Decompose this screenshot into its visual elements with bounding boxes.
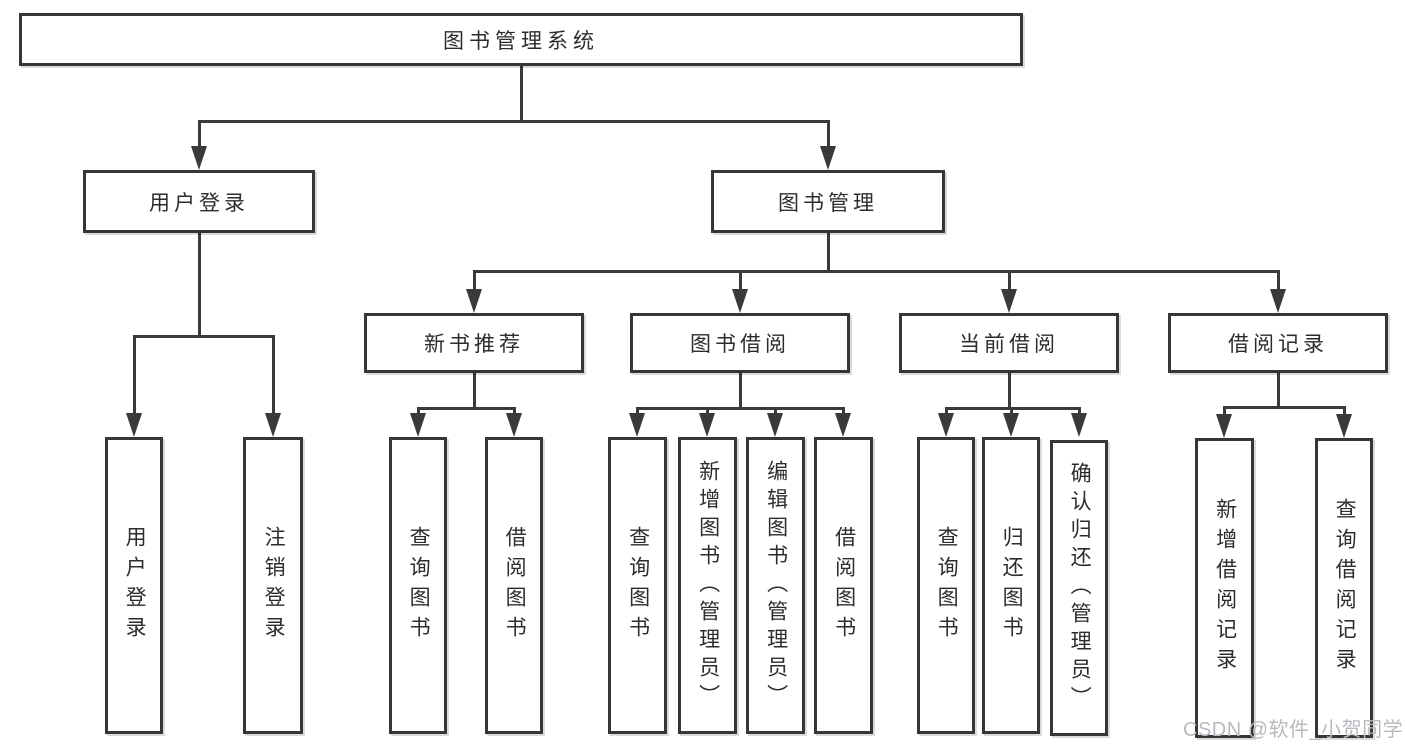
arrow-down-icon bbox=[1001, 289, 1017, 313]
connector-line bbox=[944, 407, 948, 417]
connector-line bbox=[271, 335, 275, 415]
node-br-add-record: 新增借阅记录 bbox=[1195, 438, 1254, 738]
connector-line bbox=[132, 335, 136, 415]
arrow-down-icon bbox=[506, 413, 522, 437]
connector-line bbox=[773, 407, 777, 417]
node-user-login-label: 用户登录 bbox=[149, 191, 249, 215]
node-leaf-logout-label: 注销登录 bbox=[262, 525, 286, 646]
connector-line bbox=[197, 120, 830, 123]
arrow-down-icon bbox=[1336, 414, 1352, 438]
connector-line bbox=[635, 407, 845, 410]
node-leaf-logout: 注销登录 bbox=[243, 437, 303, 734]
node-borrow-records: 借阅记录 bbox=[1168, 313, 1388, 373]
node-current-borrow: 当前借阅 bbox=[899, 313, 1119, 373]
arrow-down-icon bbox=[1270, 289, 1286, 313]
node-current-borrow-label: 当前借阅 bbox=[959, 333, 1059, 356]
connector-line bbox=[841, 407, 845, 417]
node-rec-borrow-books: 借阅图书 bbox=[485, 437, 543, 734]
node-br-add-record-label: 新增借阅记录 bbox=[1213, 498, 1237, 678]
node-bb-add-books-admin: 新增图书（管理员） bbox=[678, 437, 737, 734]
node-br-query-record-label: 查询借阅记录 bbox=[1333, 498, 1357, 678]
connector-line bbox=[1007, 373, 1011, 407]
node-bb-borrow-books: 借阅图书 bbox=[814, 437, 873, 734]
node-book-borrow-label: 图书借阅 bbox=[690, 333, 790, 356]
connector-line bbox=[519, 66, 523, 120]
node-cb-query-books-label: 查询图书 bbox=[935, 525, 959, 646]
node-book-borrow: 图书借阅 bbox=[630, 313, 850, 373]
node-bb-query-books-label: 查询图书 bbox=[626, 525, 650, 646]
connector-line bbox=[416, 407, 420, 417]
node-bb-edit-books-admin-label: 编辑图书（管理员） bbox=[764, 459, 788, 712]
node-borrow-records-label: 借阅记录 bbox=[1228, 333, 1328, 356]
node-root: 图书管理系统 bbox=[19, 13, 1023, 66]
arrow-down-icon bbox=[732, 289, 748, 313]
node-leaf-user-login: 用户登录 bbox=[105, 437, 163, 734]
arrow-down-icon bbox=[191, 146, 207, 170]
node-cb-return-books: 归还图书 bbox=[982, 437, 1040, 734]
arrow-down-icon bbox=[767, 413, 783, 437]
node-bb-query-books: 查询图书 bbox=[608, 437, 667, 734]
node-bb-borrow-books-label: 借阅图书 bbox=[832, 525, 856, 646]
connector-line bbox=[705, 407, 709, 417]
node-new-book-recommend-label: 新书推荐 bbox=[424, 333, 524, 356]
connector-line bbox=[1077, 407, 1081, 417]
node-new-book-recommend: 新书推荐 bbox=[364, 313, 584, 373]
connector-line bbox=[826, 120, 830, 149]
node-cb-return-books-label: 归还图书 bbox=[1000, 525, 1024, 646]
arrow-down-icon bbox=[820, 146, 836, 170]
node-leaf-user-login-label: 用户登录 bbox=[123, 525, 147, 646]
arrow-down-icon bbox=[410, 413, 426, 437]
connector-line bbox=[416, 407, 516, 410]
arrow-down-icon bbox=[466, 289, 482, 313]
connector-line bbox=[512, 407, 516, 417]
node-rec-query-books: 查询图书 bbox=[389, 437, 447, 734]
arrow-down-icon bbox=[938, 413, 954, 437]
arrow-down-icon bbox=[835, 413, 851, 437]
node-rec-borrow-books-label: 借阅图书 bbox=[503, 525, 527, 646]
connector-line bbox=[944, 407, 1081, 410]
connector-line bbox=[197, 233, 201, 335]
connector-line bbox=[132, 335, 275, 338]
connector-line bbox=[738, 270, 742, 292]
connector-line bbox=[1222, 406, 1346, 409]
node-cb-confirm-return-admin-label: 确认归还（管理员） bbox=[1068, 462, 1092, 714]
connector-line bbox=[472, 270, 1280, 273]
connector-line bbox=[472, 270, 476, 292]
connector-line bbox=[1276, 270, 1280, 292]
arrow-down-icon bbox=[1071, 413, 1087, 437]
connector-line bbox=[197, 120, 201, 149]
arrow-down-icon bbox=[699, 413, 715, 437]
connector-line bbox=[1009, 407, 1013, 417]
node-cb-confirm-return-admin: 确认归还（管理员） bbox=[1050, 440, 1108, 736]
node-root-label: 图书管理系统 bbox=[443, 29, 599, 53]
node-book-management: 图书管理 bbox=[711, 170, 945, 233]
connector-line bbox=[738, 373, 742, 407]
arrow-down-icon bbox=[1003, 413, 1019, 437]
connector-line bbox=[472, 373, 476, 407]
node-bb-edit-books-admin: 编辑图书（管理员） bbox=[746, 437, 805, 734]
connector-line bbox=[1007, 270, 1011, 292]
connector-line bbox=[635, 407, 639, 417]
arrow-down-icon bbox=[265, 413, 281, 437]
node-cb-query-books: 查询图书 bbox=[917, 437, 975, 734]
arrow-down-icon bbox=[1216, 414, 1232, 438]
connector-line bbox=[1222, 406, 1226, 417]
connector-line bbox=[1342, 406, 1346, 417]
node-rec-query-books-label: 查询图书 bbox=[407, 525, 431, 646]
arrow-down-icon bbox=[629, 413, 645, 437]
node-user-login: 用户登录 bbox=[83, 170, 315, 233]
connector-line bbox=[826, 233, 830, 270]
node-book-management-label: 图书管理 bbox=[778, 191, 878, 215]
node-br-query-record: 查询借阅记录 bbox=[1315, 438, 1373, 738]
arrow-down-icon bbox=[126, 413, 142, 437]
csdn-watermark: CSDN @软件_小贺同学 bbox=[1183, 719, 1404, 741]
connector-line bbox=[1276, 373, 1280, 406]
node-bb-add-books-admin-label: 新增图书（管理员） bbox=[696, 459, 720, 712]
